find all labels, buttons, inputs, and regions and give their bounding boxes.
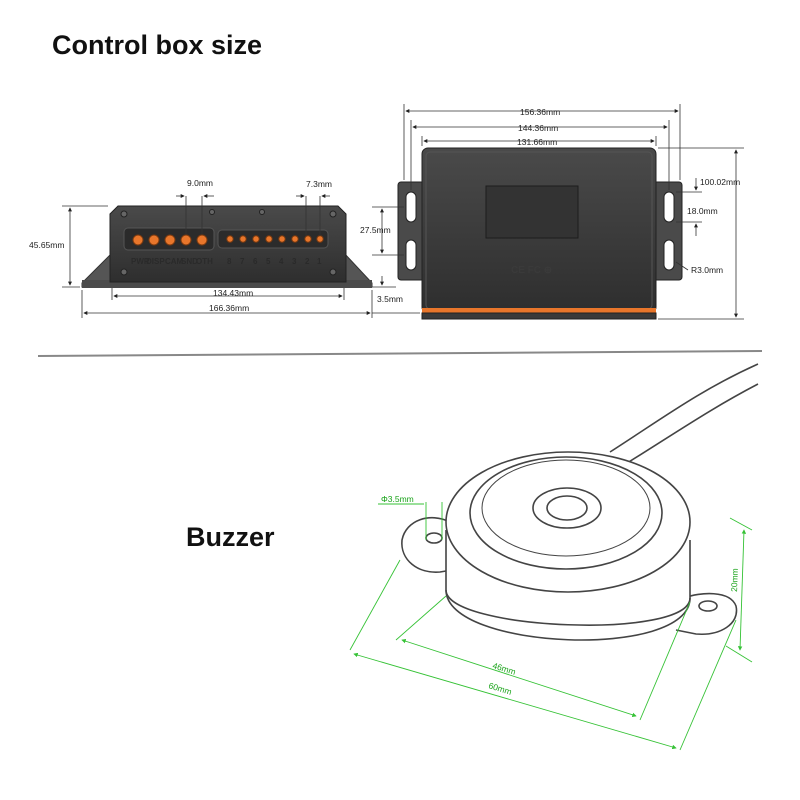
port-cam bbox=[164, 234, 176, 246]
dim-corner-radius: R3.0mm bbox=[691, 265, 723, 275]
led bbox=[265, 235, 273, 243]
port-label: SND bbox=[181, 257, 198, 266]
base-plate bbox=[421, 312, 657, 320]
front-base-plate bbox=[82, 280, 372, 288]
label-recess bbox=[485, 185, 579, 239]
port-label: CAM bbox=[165, 257, 184, 266]
led bbox=[304, 235, 312, 243]
led bbox=[239, 235, 247, 243]
dim-overall-depth: 100.02mm bbox=[700, 177, 740, 187]
port-disp bbox=[148, 234, 160, 246]
port-label: DISP bbox=[146, 257, 165, 266]
dim-front-height: 45.65mm bbox=[29, 240, 64, 250]
led-labels: 8 7 6 5 4 3 2 1 bbox=[227, 257, 322, 266]
buzzer-body-ring bbox=[445, 589, 691, 626]
screw-icon bbox=[120, 210, 128, 218]
screw-icon bbox=[329, 268, 337, 276]
mount-slot-icon bbox=[405, 239, 417, 271]
led-label: 5 bbox=[266, 257, 271, 266]
ports bbox=[132, 234, 208, 246]
dim-buzzer-height: 20mm bbox=[729, 568, 740, 592]
leds bbox=[226, 235, 324, 243]
buzzer-title: Buzzer bbox=[186, 522, 275, 552]
led bbox=[252, 235, 260, 243]
port-labels: PWR DISP CAM SND OTH bbox=[131, 257, 213, 266]
screw-icon bbox=[209, 209, 215, 215]
sound-hole-outer bbox=[532, 487, 602, 529]
dim-slot-pitch: 27.5mm bbox=[360, 225, 391, 235]
flange-right bbox=[675, 592, 738, 635]
mount-slot-icon bbox=[663, 239, 675, 271]
port-pwr bbox=[132, 234, 144, 246]
led-label: 2 bbox=[305, 257, 310, 266]
dim-led-pitch: 7.3mm bbox=[306, 179, 332, 189]
led bbox=[316, 235, 324, 243]
port-label: PWR bbox=[131, 257, 150, 266]
dim-body-diameter: 46mm bbox=[491, 660, 517, 676]
buzzer-top-ring bbox=[469, 456, 663, 570]
buzzer-drawing bbox=[401, 363, 759, 641]
port-oth bbox=[196, 234, 208, 246]
led-label: 8 bbox=[227, 257, 232, 266]
cable-lower bbox=[623, 383, 759, 466]
dim-body-width: 131.66mm bbox=[517, 137, 557, 147]
cert-marks: CE FC ⊕ bbox=[511, 265, 552, 276]
screw-icon bbox=[259, 209, 265, 215]
front-dimension-lines bbox=[62, 194, 373, 318]
dim-hole-spacing: 144.36mm bbox=[518, 123, 558, 133]
flange-right-hole-icon bbox=[698, 600, 718, 612]
led-label: 4 bbox=[279, 257, 284, 266]
led bbox=[278, 235, 286, 243]
base-stripe bbox=[422, 308, 656, 313]
led bbox=[226, 235, 234, 243]
front-view: PWR DISP CAM SND OTH 8 7 6 5 4 3 2 1 bbox=[29, 178, 373, 318]
cable-upper bbox=[609, 363, 759, 453]
dim-outer-width: 166.36mm bbox=[209, 303, 249, 313]
led-label: 1 bbox=[317, 257, 322, 266]
control-box-title: Control box size bbox=[52, 30, 263, 60]
flange-left bbox=[401, 516, 453, 573]
buzzer-top bbox=[445, 451, 691, 593]
mount-slot-icon bbox=[405, 191, 417, 223]
dim-port-pitch: 9.0mm bbox=[187, 178, 213, 188]
sound-hole-icon bbox=[546, 495, 588, 521]
top-dimension-lines bbox=[372, 104, 744, 320]
screw-icon bbox=[120, 268, 128, 276]
dim-inner-width: 134.43mm bbox=[213, 288, 253, 298]
flange-left-hole-icon bbox=[425, 532, 443, 544]
dim-base-thickness: 3.5mm bbox=[377, 294, 403, 304]
led-label: 7 bbox=[240, 257, 245, 266]
port-label: OTH bbox=[196, 257, 213, 266]
screw-icon bbox=[329, 210, 337, 218]
led-label: 6 bbox=[253, 257, 258, 266]
buzzer-dimension-lines bbox=[349, 502, 753, 751]
top-view: CE FC ⊕ 156.36mm bbox=[360, 104, 744, 320]
mount-slot-icon bbox=[663, 191, 675, 223]
dim-overall-width: 156.36mm bbox=[520, 107, 560, 117]
section-divider bbox=[37, 350, 763, 357]
buzzer-top-inner-ring bbox=[481, 459, 651, 557]
led-label: 3 bbox=[292, 257, 297, 266]
port-snd bbox=[180, 234, 192, 246]
dim-slot-length: 18.0mm bbox=[687, 206, 718, 216]
dim-hole-diameter: Φ3.5mm bbox=[381, 494, 414, 504]
led-panel bbox=[217, 229, 329, 249]
led bbox=[291, 235, 299, 243]
